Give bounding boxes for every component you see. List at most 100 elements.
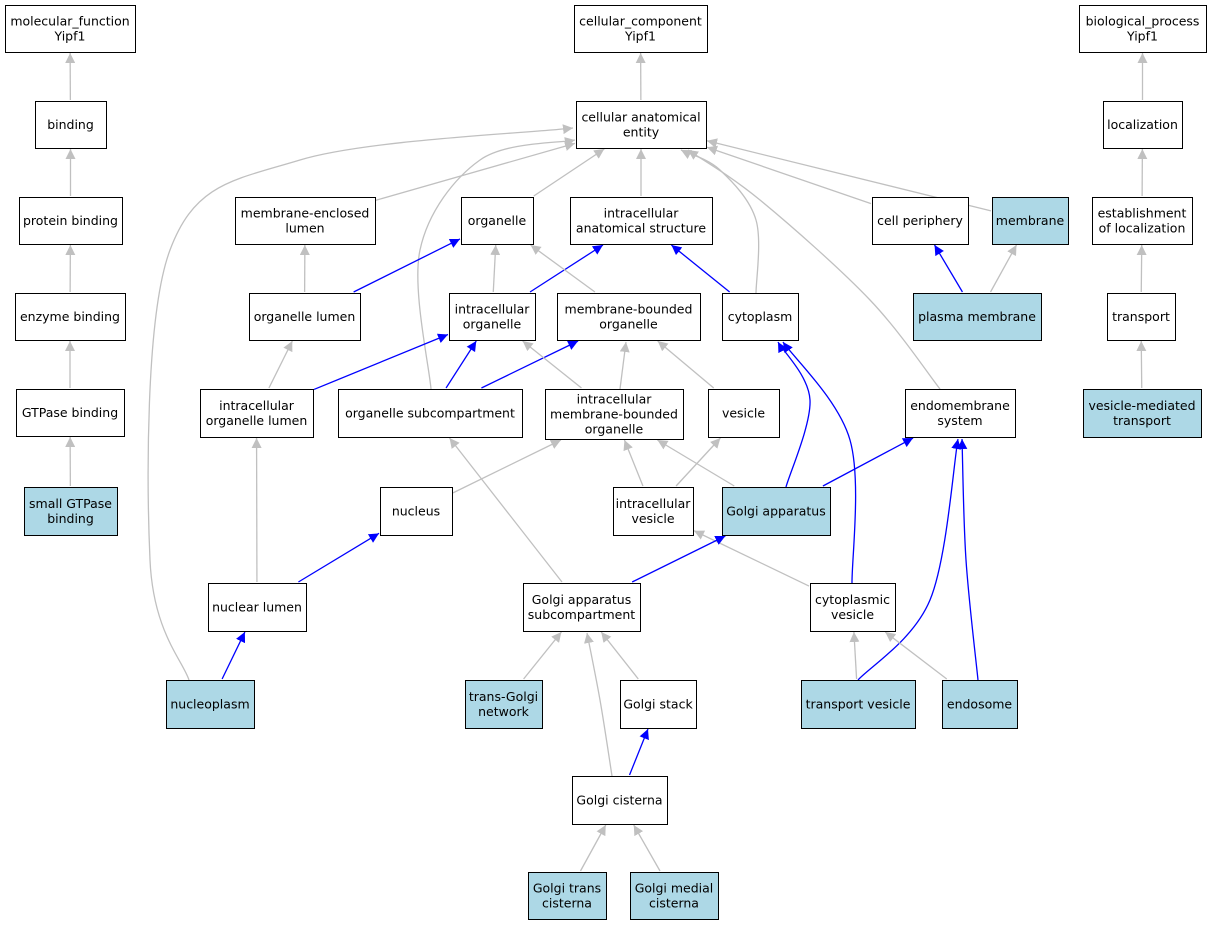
part-of-arrow [445,340,477,389]
node-nucleus[interactable]: nucleus [380,487,453,536]
node-label-line: vesicle-mediated [1088,398,1195,413]
node-box [15,293,126,341]
node-label-line: organelle [463,317,522,332]
node-box [200,389,314,438]
node-label-line: plasma membrane [918,309,1036,324]
node-golgi-cisterna[interactable]: Golgi cisterna [572,776,668,825]
node-cell-periphery[interactable]: cell periphery [872,197,969,245]
node-organelle-subcompartment[interactable]: organelle subcompartment [338,389,523,438]
node-box [905,389,1016,438]
node-label-line: organelle lumen [254,309,356,324]
node-label-line: cytoplasmic [815,592,890,607]
node-organelle[interactable]: organelle [461,197,534,245]
node-label-line: Yipf1 [624,29,656,44]
node-box [1083,389,1202,438]
is-a-arrow [989,244,1018,293]
node-label-line: network [478,704,530,719]
node-label-line: organelle lumen [206,413,308,428]
node-label-line: cisterna [542,896,592,911]
nodes-layer: molecular_functionYipf1cellular_componen… [5,5,1207,920]
node-label-line: membrane-enclosed [241,206,370,221]
is-a-arrow [657,439,735,487]
node-endosome[interactable]: endosome [942,680,1018,729]
node-box [545,389,684,440]
node-membrane[interactable]: membrane [992,197,1069,245]
is-a-arrow [693,530,810,587]
node-label-line: anatomical structure [576,221,706,236]
part-of-arrow [957,438,979,681]
node-nucleoplasm[interactable]: nucleoplasm [166,680,255,729]
node-vesicle[interactable]: vesicle [708,389,780,438]
node-label-line: vesicle [722,406,765,421]
node-transport[interactable]: transport [1107,293,1176,341]
node-box [722,487,831,536]
is-a-arrow [619,341,630,390]
node-nuclear-lumen[interactable]: nuclear lumen [208,583,307,632]
node-box [208,583,307,632]
node-gtpase-binding[interactable]: GTPase binding [16,389,125,437]
node-box [166,680,255,729]
edge-intracellular-organelle-lumen-to-intracellular-organelle [313,333,449,391]
is-a-arrow [849,631,860,680]
node-label-line: protein binding [23,213,118,228]
node-golgi-apparatus[interactable]: Golgi apparatus [722,487,831,536]
is-a-arrow [687,149,941,390]
node-protein-binding[interactable]: protein binding [19,197,123,245]
edge-membrane-enclosed-lumen-to-cellular-anatomical-entity [375,141,576,201]
node-box [523,583,641,632]
node-organelle-lumen[interactable]: organelle lumen [249,293,361,341]
node-cytoplasm[interactable]: cytoplasm [722,293,799,341]
node-label-line: molecular_function [10,14,129,29]
node-label-line: organelle [585,422,644,437]
node-golgi-stack[interactable]: Golgi stack [620,680,697,729]
edge-cytoplasmic-vesicle-to-intracellular-vesicle [693,530,810,587]
node-box [1092,197,1193,245]
node-plasma-membrane[interactable]: plasma membrane [913,293,1042,341]
node-label-line: Golgi stack [623,697,693,712]
edge-organelle-to-cellular-anatomical-entity [533,148,605,197]
is-a-arrow [533,148,605,197]
edge-transport-vesicle-to-cytoplasmic-vesicle [849,631,860,680]
node-box [722,293,799,341]
part-of-arrow [628,728,649,776]
node-localization[interactable]: localization [1103,101,1183,149]
edge-intracellular-mb-organelle-to-intracellular-organelle [522,340,582,389]
node-label-line: intracellular [604,206,680,221]
node-label-line: intracellular [616,496,692,511]
node-label-line: cytoplasm [728,309,793,324]
node-transport-vesicle[interactable]: transport vesicle [801,680,916,729]
node-binding[interactable]: binding [35,101,107,149]
node-box [630,872,719,920]
is-a-arrow [579,824,607,872]
node-box [913,293,1042,341]
node-enzyme-binding[interactable]: enzyme binding [15,293,126,341]
part-of-arrow [353,238,461,293]
part-of-arrow [631,535,726,583]
node-box [1079,5,1207,53]
node-box [1103,101,1183,149]
edge-organelle-subcompartment-to-membrane-bounded-organelle [481,340,579,389]
node-label-line: Golgi apparatus [532,592,632,607]
part-of-arrow [933,244,964,293]
